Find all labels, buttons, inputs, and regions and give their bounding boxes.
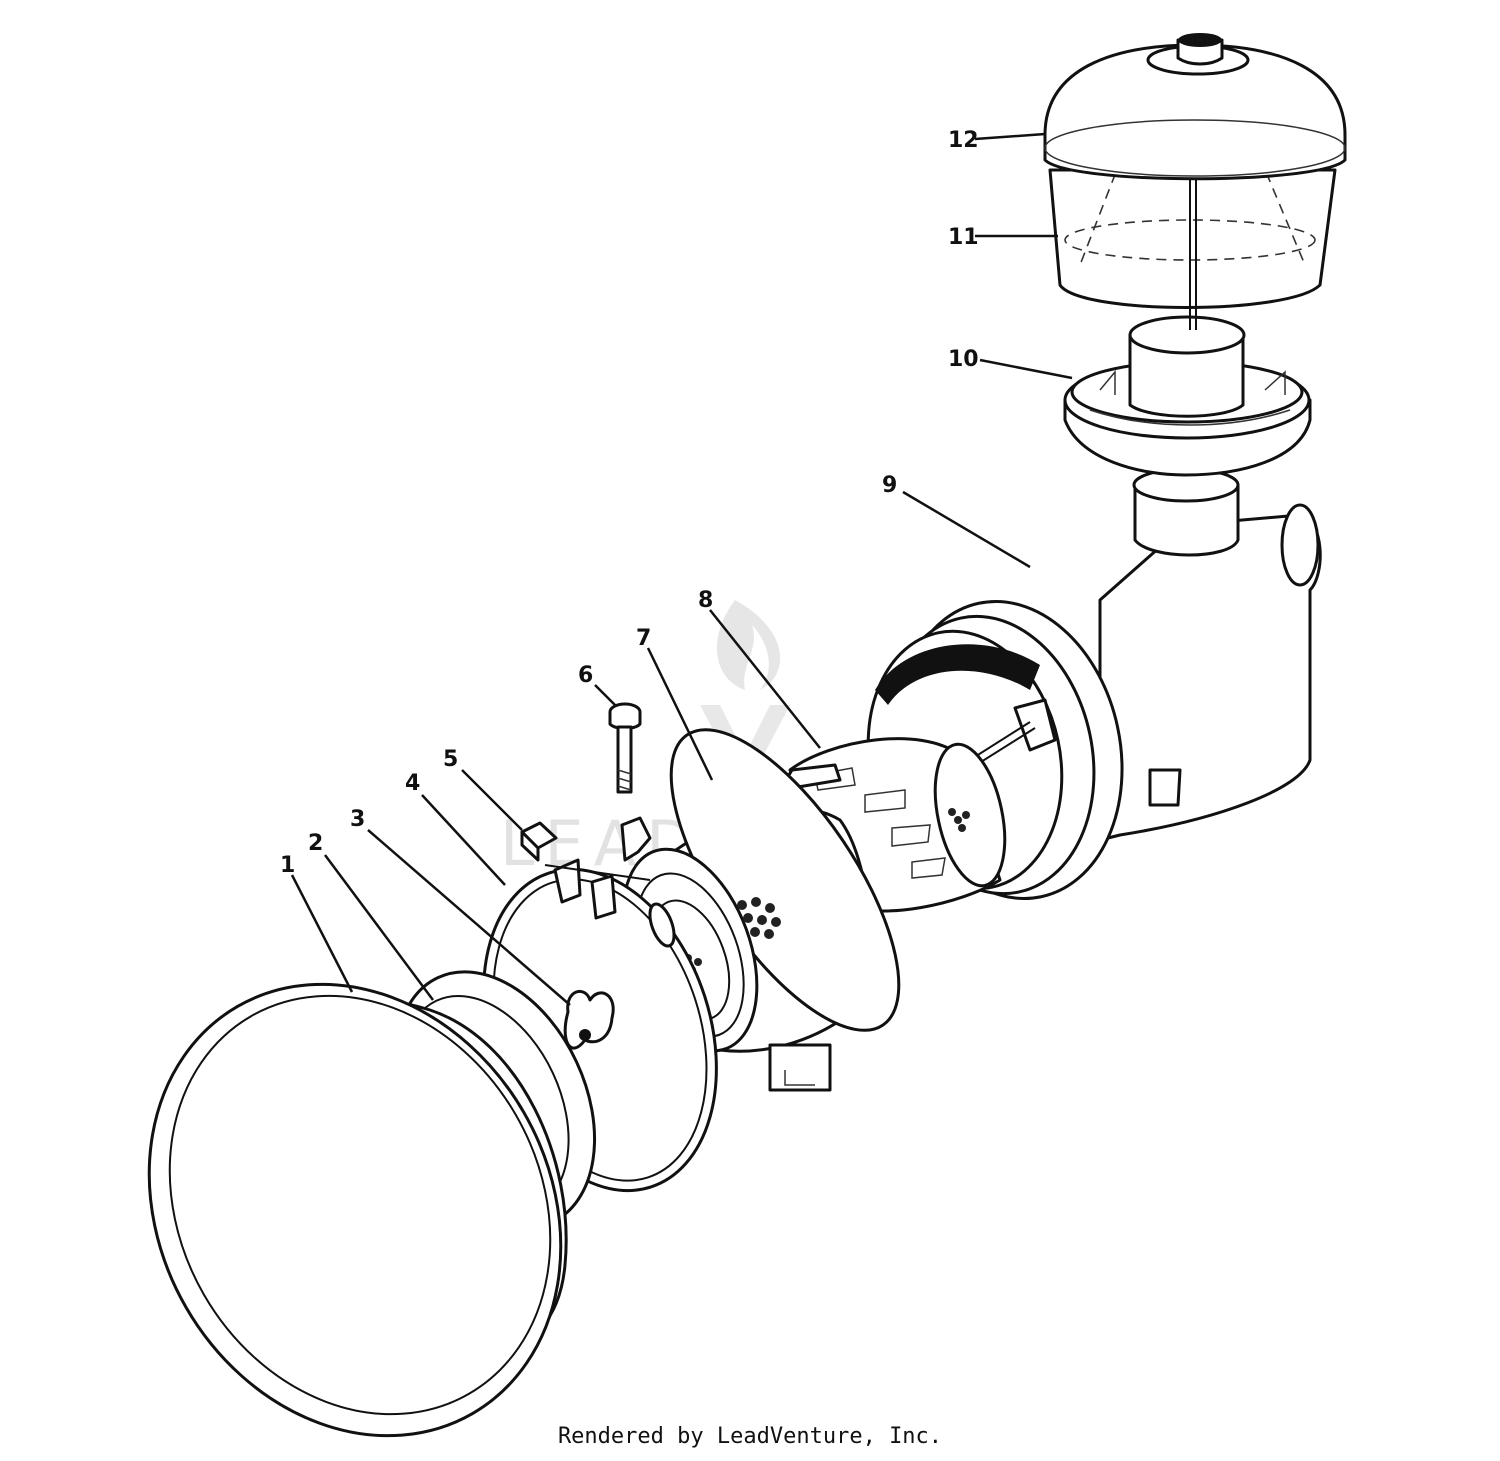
square-nut bbox=[520, 821, 558, 862]
callout-12: 12 bbox=[948, 128, 979, 153]
pre-cleaner-bowl bbox=[1048, 109, 1337, 330]
callout-1: 1 bbox=[280, 853, 295, 878]
wing-nut bbox=[563, 989, 615, 1050]
callout-8: 8 bbox=[698, 588, 713, 613]
callout-9: 9 bbox=[882, 473, 897, 498]
filter-perforations bbox=[684, 897, 781, 974]
end-cover bbox=[147, 982, 568, 1438]
pre-cleaner-cap bbox=[1043, 33, 1347, 181]
callout-3: 3 bbox=[350, 807, 365, 832]
callout-labels: 1 2 3 4 5 6 7 8 9 10 11 12 bbox=[280, 128, 979, 878]
callout-5: 5 bbox=[443, 747, 458, 772]
callout-10: 10 bbox=[948, 347, 979, 372]
callout-2: 2 bbox=[308, 831, 323, 856]
footer-credit: Rendered by LeadVenture, Inc. bbox=[557, 1424, 943, 1449]
callout-4: 4 bbox=[405, 771, 420, 796]
bolt bbox=[608, 702, 642, 794]
leader-lines bbox=[290, 132, 1073, 1006]
callout-11: 11 bbox=[948, 225, 979, 250]
pre-cleaner-base bbox=[1063, 315, 1312, 477]
clamp-bracket bbox=[620, 816, 652, 862]
callout-7: 7 bbox=[636, 626, 651, 651]
callout-6: 6 bbox=[578, 663, 593, 688]
